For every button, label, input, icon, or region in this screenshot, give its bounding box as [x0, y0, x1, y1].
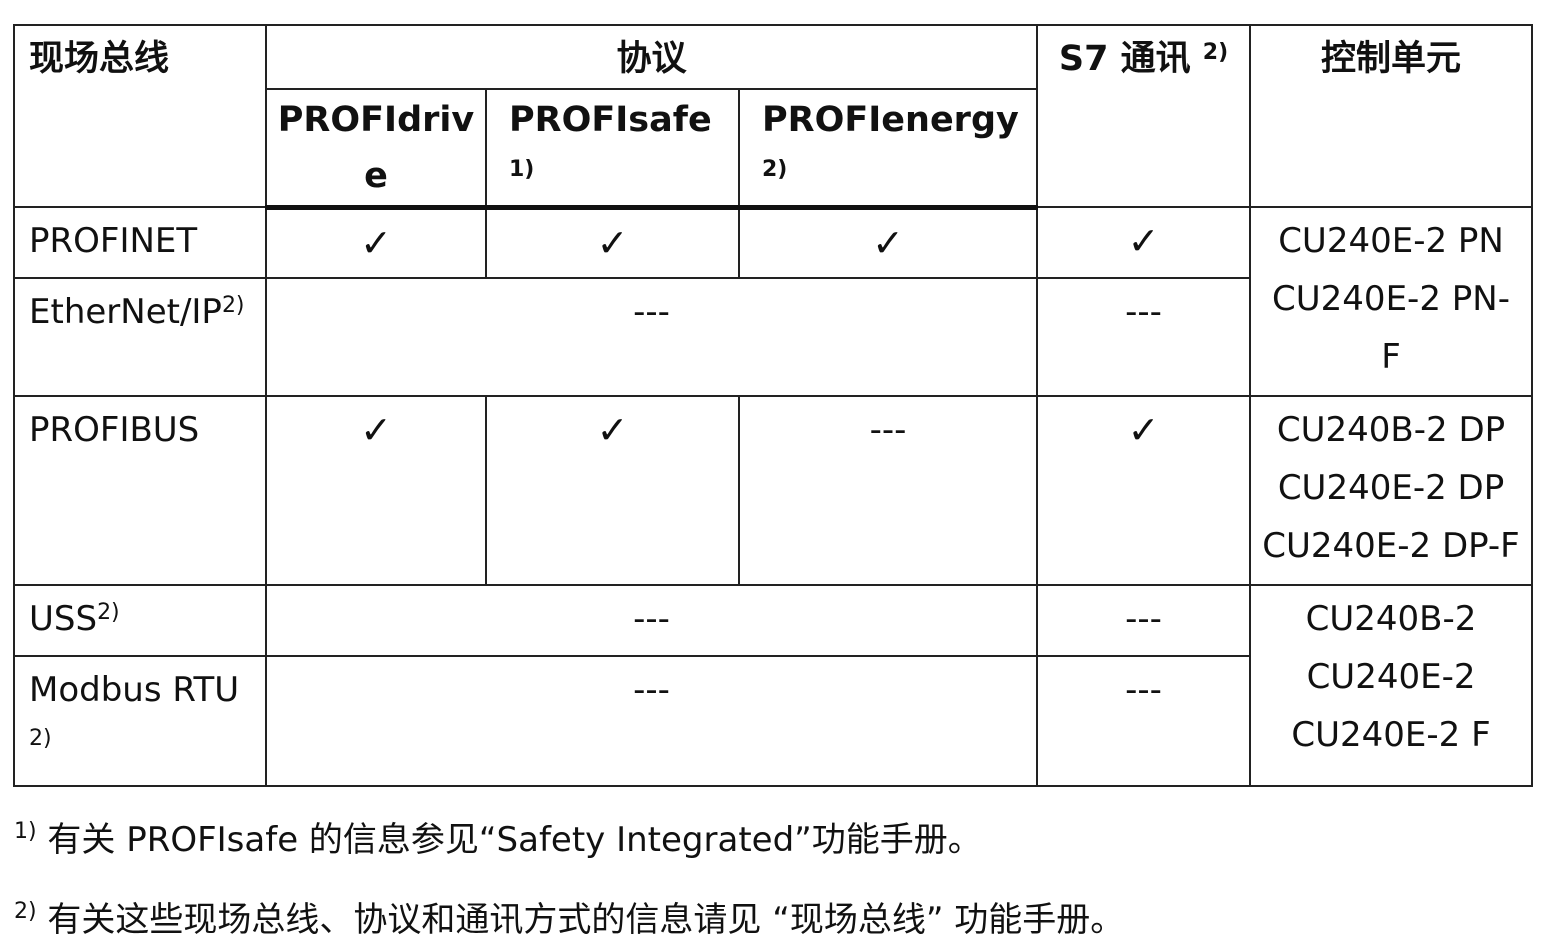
header-profidrive-line2: e — [364, 156, 388, 196]
row-name-uss: USS2) — [13, 584, 267, 657]
not-supported-dash: --- — [264, 655, 1039, 787]
header-profisafe: PROFIsafe 1) — [485, 88, 740, 210]
check-icon: ✓ — [1036, 206, 1252, 279]
control-unit-profinet: CU240E-2 PN CU240E-2 PN- F — [1249, 206, 1534, 397]
header-fieldbus-label: 现场总线 — [29, 39, 170, 79]
table-row: EtherNet/IP2) --- --- — [13, 277, 1532, 397]
header-profisafe-label: PROFIsafe — [509, 100, 712, 140]
not-supported-dash: --- — [264, 584, 1039, 657]
not-supported-dash: --- — [1036, 655, 1252, 787]
control-unit-name: CU240E-2 DP — [1277, 468, 1505, 508]
header-profidrive: PROFIdriv e — [265, 88, 487, 210]
footnote-ref: 2) — [97, 600, 120, 625]
footnote-1: 1) 有关 PROFIsafe 的信息参见“Safety Integrated”… — [14, 819, 982, 860]
control-unit-name: CU240B-2 DP — [1276, 410, 1506, 450]
header-s7-footnote-ref: 2) — [1202, 40, 1229, 65]
not-supported-dash: --- — [264, 277, 1039, 397]
control-unit-name: CU240B-2 — [1305, 599, 1477, 639]
row-name-label: PROFINET — [29, 221, 198, 261]
check-icon: ✓ — [485, 395, 740, 586]
control-unit-profibus: CU240B-2 DP CU240E-2 DP CU240E-2 DP-F — [1249, 395, 1534, 586]
header-control-unit-label: 控制单元 — [1321, 39, 1462, 79]
footnote-1-mark: 1) — [14, 819, 37, 844]
header-protocol: 协议 — [264, 24, 1039, 90]
header-profienergy-label: PROFIenergy — [762, 100, 1019, 140]
row-name-profibus: PROFIBUS — [13, 395, 267, 586]
check-icon: ✓ — [737, 206, 1039, 279]
control-unit-uss-modbus: CU240B-2 CU240E-2 CU240E-2 F — [1249, 584, 1534, 787]
header-profidrive-line1: PROFIdriv — [277, 100, 475, 140]
row-name-modbus: Modbus RTU 2) — [13, 655, 267, 787]
header-control-unit: 控制单元 — [1249, 24, 1534, 208]
row-name-label: USS — [29, 599, 98, 639]
footnote-2-mark: 2) — [14, 899, 37, 924]
control-unit-name: CU240E-2 — [1306, 657, 1476, 697]
check-icon: ✓ — [265, 395, 487, 586]
row-name-label: PROFIBUS — [29, 410, 200, 450]
footnote-ref: 2) — [29, 726, 52, 751]
header-profienergy-footnote-ref: 2) — [762, 157, 788, 182]
table-row: PROFINET ✓ ✓ ✓ ✓ CU240E-2 PN CU240E-2 PN… — [13, 206, 1534, 397]
table-row: USS2) --- --- CU240B-2 CU240E-2 CU240E-2… — [13, 584, 1534, 787]
row-name-profinet: PROFINET — [13, 206, 267, 279]
table-row: Modbus RTU 2) --- --- — [13, 655, 1532, 787]
footnote-ref: 2) — [221, 293, 245, 318]
footnote-2-text: 有关这些现场总线、协议和通讯方式的信息请见 “现场总线” 功能手册。 — [47, 900, 1125, 940]
row-name-label: EtherNet/IP — [29, 292, 222, 332]
header-profisafe-footnote-ref: 1) — [509, 157, 535, 182]
footnote-1-text: 有关 PROFIsafe 的信息参见“Safety Integrated”功能手… — [47, 820, 982, 860]
control-unit-name: CU240E-2 PN- — [1272, 279, 1510, 319]
row-name-label: Modbus RTU — [29, 670, 240, 710]
header-protocol-label: 协议 — [616, 39, 687, 79]
control-unit-name: F — [1381, 337, 1401, 377]
table-row: PROFIBUS ✓ ✓ --- ✓ CU240B-2 DP CU240E-2 … — [13, 395, 1534, 586]
header-s7: S7 通讯 2) — [1036, 24, 1252, 208]
control-unit-name: CU240E-2 F — [1291, 715, 1491, 755]
check-icon: ✓ — [265, 206, 487, 279]
check-icon: ✓ — [485, 206, 740, 279]
fieldbus-protocol-table: 现场总线 协议 S7 通讯 2) 控制单元 PROFIdriv e PROFIs… — [13, 24, 1534, 787]
not-supported-dash: --- — [737, 395, 1039, 586]
not-supported-dash: --- — [1036, 584, 1252, 657]
header-s7-label: S7 通讯 — [1058, 39, 1191, 79]
control-unit-name: CU240E-2 DP-F — [1262, 526, 1520, 566]
header-fieldbus: 现场总线 — [13, 24, 267, 208]
row-name-ethernetip: EtherNet/IP2) — [13, 277, 267, 397]
not-supported-dash: --- — [1036, 277, 1252, 397]
footnote-2: 2) 有关这些现场总线、协议和通讯方式的信息请见 “现场总线” 功能手册。 — [14, 899, 1125, 940]
header-profienergy: PROFIenergy 2) — [737, 88, 1039, 210]
control-unit-name: CU240E-2 PN — [1278, 221, 1504, 261]
check-icon: ✓ — [1036, 395, 1252, 586]
